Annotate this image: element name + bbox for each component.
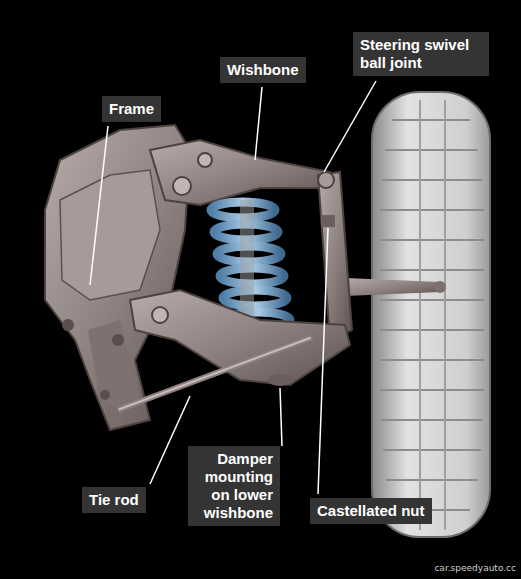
callout-box: Wishbone — [220, 57, 306, 83]
callout-text: Frame — [109, 100, 154, 118]
callout-text: Castellated nut — [317, 502, 425, 520]
callout-text: Wishbone — [227, 61, 299, 79]
callout-text: Tie rod — [89, 491, 139, 509]
callout-box: Castellated nut — [310, 498, 432, 524]
callout-box: Damper mounting on lower wishbone — [188, 446, 280, 526]
watermark: car.speedyauto.cc — [434, 563, 516, 573]
callout-text: Steering swivel ball joint — [360, 36, 482, 72]
callout-text: Damper mounting on lower wishbone — [195, 450, 273, 522]
callout-box: Frame — [102, 96, 161, 122]
callout-box: Steering swivel ball joint — [353, 32, 489, 76]
callout-box: Tie rod — [82, 487, 146, 513]
